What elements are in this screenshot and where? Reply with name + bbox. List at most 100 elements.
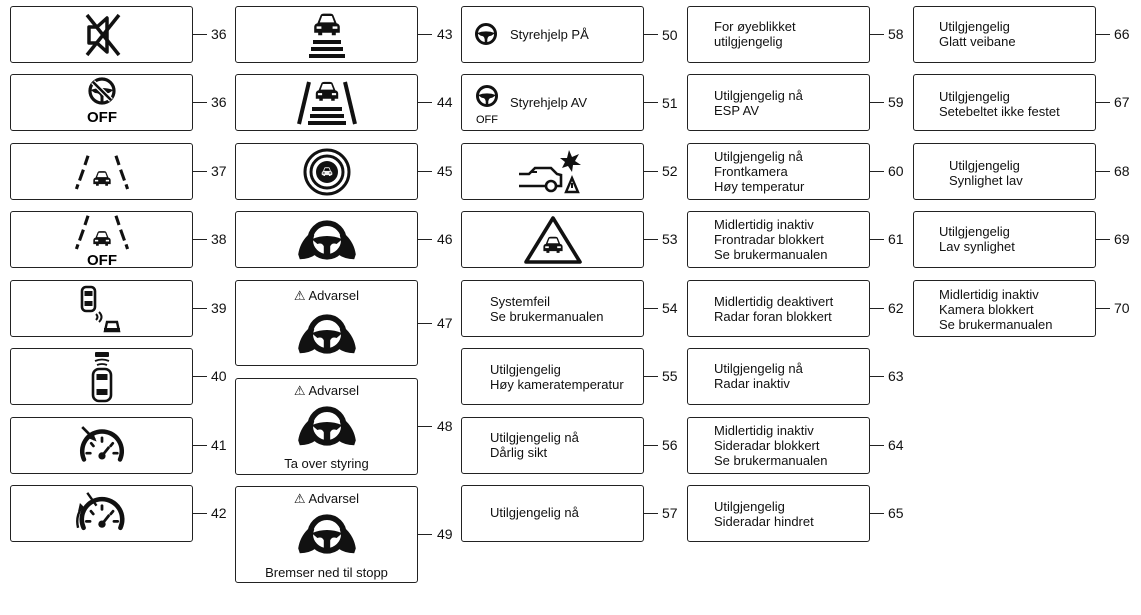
indicator-box-45: [235, 143, 418, 200]
message-box-55: Utilgjengelig Høy kameratemperatur: [461, 348, 644, 405]
message-text: Midlertidig inaktiv Sideradar blokkert S…: [714, 423, 828, 468]
message-box-59: Utilgjengelig nå ESP AV: [687, 74, 870, 131]
indicator-box-36a: [10, 6, 193, 63]
message-box-61: Midlertidig inaktiv Frontradar blokkert …: [687, 211, 870, 268]
ref-number: 65: [888, 505, 904, 521]
hands-on-wheel-icon: [295, 511, 359, 557]
message-text: Utilgjengelig Glatt veibane: [939, 19, 1016, 49]
message-text: Utilgjengelig nå Radar inaktiv: [714, 361, 803, 391]
ref-number: 63: [888, 368, 904, 384]
sound-muted-icon: [85, 13, 120, 56]
indicator-box-49: ⚠ Advarsel Bremser ned til stopp: [235, 486, 418, 583]
off-label: OFF: [87, 252, 117, 267]
ref-number: 38: [211, 231, 227, 247]
indicator-box-53: [461, 211, 644, 268]
vehicle-ahead-lanes-icon: [296, 81, 357, 125]
indicator-box-36b: OFF: [10, 74, 193, 131]
warning-label: ⚠ Advarsel: [293, 491, 360, 506]
caption-label: Ta over styring: [284, 456, 369, 471]
top-view-car-sensor-icon: [303, 148, 350, 195]
ref-number: 44: [437, 94, 453, 110]
indicator-box-51: OFF Styrehjelp AV: [461, 74, 644, 131]
ref-number: 41: [211, 437, 227, 453]
steering-assist-off-icon: OFF: [87, 77, 117, 125]
message-text: Utilgjengelig Høy kameratemperatur: [490, 362, 624, 392]
ref-number: 64: [888, 437, 904, 453]
indicator-box-42: [10, 485, 193, 542]
message-text: Utilgjengelig Synlighet lav: [949, 158, 1023, 188]
message-box-54: Systemfeil Se brukermanualen: [461, 280, 644, 337]
message-box-68: Utilgjengelig Synlighet lav: [913, 143, 1096, 200]
ref-number: 67: [1114, 94, 1130, 110]
steering-wheel-off-icon: OFF: [475, 84, 498, 126]
warning-label: ⚠ Advarsel: [293, 288, 360, 303]
ref-number: 45: [437, 163, 453, 179]
message-box-63: Utilgjengelig nå Radar inaktiv: [687, 348, 870, 405]
indicator-box-52: [461, 143, 644, 200]
ref-number: 56: [662, 437, 678, 453]
message-box-70: Midlertidig inaktiv Kamera blokkert Se b…: [913, 280, 1096, 337]
speed-adjust-icon: [75, 491, 131, 537]
message-text: Midlertidig inaktiv Frontradar blokkert …: [714, 217, 828, 262]
indicator-box-40: [10, 348, 193, 405]
message-box-56: Utilgjengelig nå Dårlig sikt: [461, 417, 644, 474]
ref-number: 43: [437, 26, 453, 42]
indicator-box-44: [235, 74, 418, 131]
hands-on-wheel-icon: [295, 403, 359, 449]
ref-number: 55: [662, 368, 678, 384]
vehicle-ahead-road-icon: [308, 13, 345, 58]
ref-number: 42: [211, 505, 227, 521]
off-label: OFF: [476, 114, 498, 126]
message-text: Utilgjengelig Sideradar hindret: [714, 499, 814, 529]
message-box-67: Utilgjengelig Setebeltet ikke festet: [913, 74, 1096, 131]
car-warning-triangle-icon: [523, 215, 582, 264]
message-box-57: Utilgjengelig nå: [461, 485, 644, 542]
indicator-box-38: OFF: [10, 211, 193, 268]
indicator-box-48: ⚠ Advarsel Ta over styring: [235, 378, 418, 475]
ref-number: 48: [437, 418, 453, 434]
message-text: Utilgjengelig nå ESP AV: [714, 88, 803, 118]
ref-number: 59: [888, 94, 904, 110]
ref-number: 50: [662, 27, 678, 43]
ref-number: 57: [662, 505, 678, 521]
collision-warning-icon: [518, 149, 581, 193]
indicator-box-46: [235, 211, 418, 268]
lane-keep-car-icon: [71, 152, 133, 192]
message-text: Utilgjengelig Setebeltet ikke festet: [939, 89, 1060, 119]
front-sensor-car-icon: [91, 351, 112, 402]
indicator-box-43: [235, 6, 418, 63]
message-box-65: Utilgjengelig Sideradar hindret: [687, 485, 870, 542]
steering-wheel-icon: [473, 21, 499, 47]
ref-number: 36: [211, 26, 227, 42]
message-text: Utilgjengelig nå Dårlig sikt: [490, 430, 579, 460]
message-box-62: Midlertidig deaktivert Radar foran blokk…: [687, 280, 870, 337]
ref-number: 54: [662, 300, 678, 316]
ref-number: 51: [662, 95, 678, 111]
hands-on-wheel-icon: [295, 217, 359, 263]
ref-number: 66: [1114, 26, 1130, 42]
warning-label: ⚠ Advarsel: [293, 383, 360, 398]
indicator-box-39: [10, 280, 193, 337]
ref-number: 70: [1114, 300, 1130, 316]
ref-number: 53: [662, 231, 678, 247]
message-box-58: For øyeblikket utilgjengelig: [687, 6, 870, 63]
message-box-60: Utilgjengelig nå Frontkamera Høy tempera…: [687, 143, 870, 200]
message-box-66: Utilgjengelig Glatt veibane: [913, 6, 1096, 63]
ref-number: 62: [888, 300, 904, 316]
blind-spot-car-icon: [80, 285, 120, 332]
status-text: Styrehjelp AV: [510, 95, 588, 110]
ref-number: 52: [662, 163, 678, 179]
ref-number: 47: [437, 315, 453, 331]
message-text: Midlertidig inaktiv Kamera blokkert Se b…: [939, 287, 1053, 332]
indicator-box-41: [10, 417, 193, 474]
indicator-box-37: [10, 143, 193, 200]
message-text: Utilgjengelig nå: [490, 505, 579, 520]
hands-on-wheel-icon: [295, 311, 359, 357]
indicator-box-50: Styrehjelp PÅ: [461, 6, 644, 63]
ref-number: 58: [888, 26, 904, 42]
ref-number: 68: [1114, 163, 1130, 179]
indicator-box-47: ⚠ Advarsel: [235, 280, 418, 366]
ref-number: 49: [437, 526, 453, 542]
message-text: Utilgjengelig nå Frontkamera Høy tempera…: [714, 149, 805, 194]
message-text: Midlertidig deaktivert Radar foran blokk…: [714, 294, 834, 324]
